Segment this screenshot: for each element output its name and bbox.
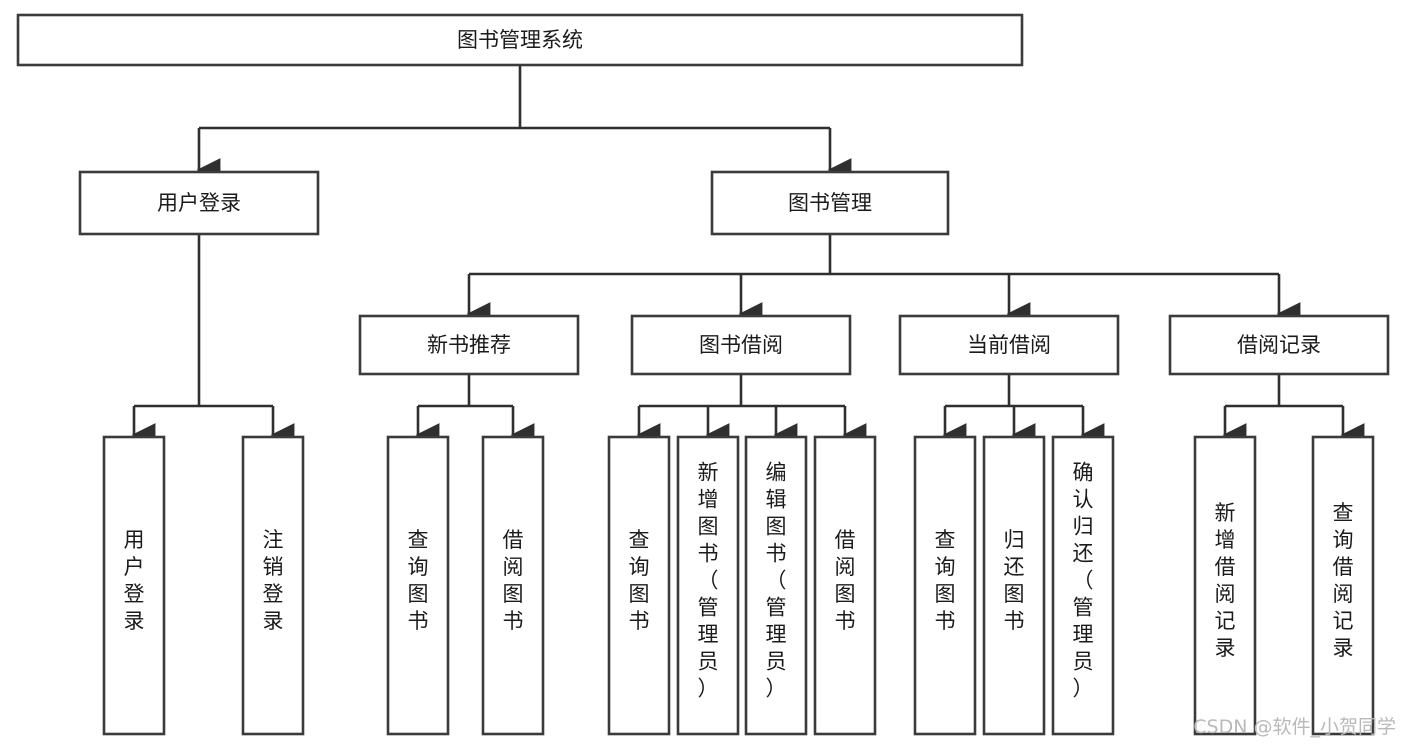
node-current-borrow-label: 当前借阅 xyxy=(967,333,1051,357)
leaf-borrow-book-bor-label: 借阅图书 xyxy=(835,528,856,633)
node-book-management-label: 图书管理 xyxy=(788,191,872,215)
leaf-confirm-return[interactable]: 确认归还（管理员） xyxy=(1051,435,1115,736)
leaf-edit-book-label: 编辑图书（管理员） xyxy=(766,461,787,701)
node-book-borrow-label: 图书借阅 xyxy=(699,333,783,357)
node-layer: 图书管理系统用户登录图书管理新书推荐图书借阅当前借阅借阅记录用户登录注销登录查询… xyxy=(16,13,1390,736)
leaf-user-login-label: 用户登录 xyxy=(124,528,145,633)
leaf-confirm-return-label: 确认归还（管理员） xyxy=(1073,461,1094,701)
leaf-query-book-rec-label: 查询图书 xyxy=(408,528,429,633)
leaf-borrow-book-rec-label: 借阅图书 xyxy=(503,528,524,633)
csdn-watermark: CSDN @软件_小贺同学 xyxy=(1193,716,1396,738)
leaf-query-book-bor[interactable]: 查询图书 xyxy=(607,435,671,736)
node-new-book-recommend-label: 新书推荐 xyxy=(427,333,511,357)
node-user-login[interactable]: 用户登录 xyxy=(78,170,320,236)
leaf-return-book[interactable]: 归还图书 xyxy=(982,435,1046,736)
leaf-query-book-rec[interactable]: 查询图书 xyxy=(386,435,450,736)
node-borrow-record-label: 借阅记录 xyxy=(1237,333,1321,357)
leaf-query-book-cur[interactable]: 查询图书 xyxy=(913,435,977,736)
leaf-query-book-cur-label: 查询图书 xyxy=(935,528,956,633)
node-user-login-label: 用户登录 xyxy=(157,191,241,215)
leaf-query-book-bor-label: 查询图书 xyxy=(629,528,650,633)
node-borrow-record[interactable]: 借阅记录 xyxy=(1168,314,1390,376)
node-book-borrow[interactable]: 图书借阅 xyxy=(630,314,852,376)
leaf-logout-label: 注销登录 xyxy=(263,528,284,633)
leaf-logout[interactable]: 注销登录 xyxy=(241,435,305,736)
node-book-management[interactable]: 图书管理 xyxy=(710,170,950,236)
leaf-query-record[interactable]: 查询借阅记录 xyxy=(1311,435,1375,736)
leaf-add-book-label: 新增图书（管理员） xyxy=(698,461,719,701)
node-new-book-recommend[interactable]: 新书推荐 xyxy=(358,314,580,376)
leaf-user-login[interactable]: 用户登录 xyxy=(102,435,166,736)
connector-layer xyxy=(131,65,1365,447)
leaf-borrow-book-rec[interactable]: 借阅图书 xyxy=(481,435,545,736)
leaf-add-book[interactable]: 新增图书（管理员） xyxy=(676,435,740,736)
leaf-add-record[interactable]: 新增借阅记录 xyxy=(1193,435,1257,736)
leaf-edit-book[interactable]: 编辑图书（管理员） xyxy=(744,435,808,736)
leaf-return-book-label: 归还图书 xyxy=(1004,528,1025,633)
leaf-add-record-label: 新增借阅记录 xyxy=(1215,501,1236,660)
node-current-borrow[interactable]: 当前借阅 xyxy=(898,314,1120,376)
leaf-borrow-book-bor[interactable]: 借阅图书 xyxy=(813,435,877,736)
node-root-system[interactable]: 图书管理系统 xyxy=(16,13,1024,67)
node-root-system-label: 图书管理系统 xyxy=(457,28,583,52)
leaf-query-record-label: 查询借阅记录 xyxy=(1333,501,1354,660)
